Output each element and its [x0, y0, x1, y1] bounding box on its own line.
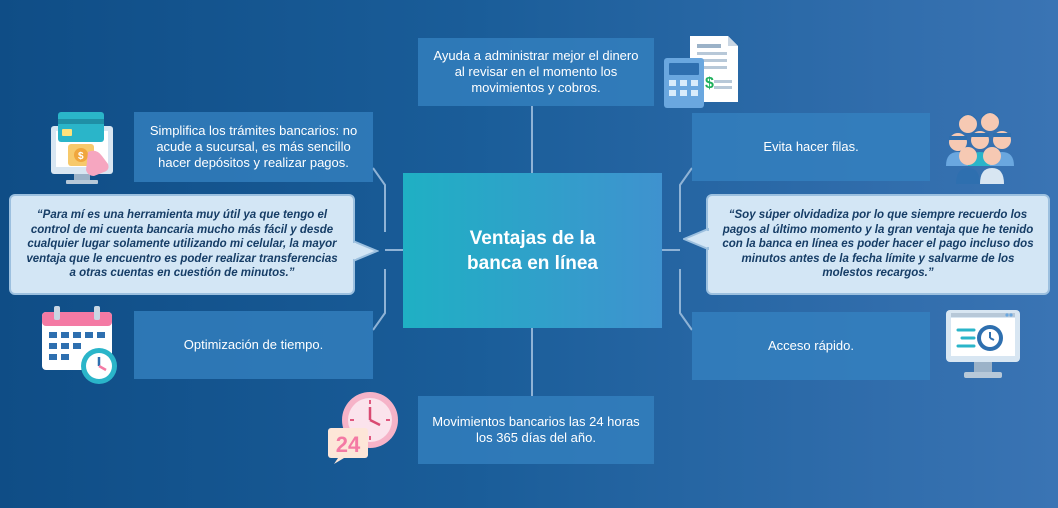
calendar-clock-icon [42, 306, 117, 384]
people-queue-icon [946, 112, 1014, 184]
calculator-invoice-icon: $ [664, 36, 738, 108]
testimonial-left: “Para mí es una herramienta muy útil ya … [9, 194, 355, 295]
center-title: Ventajas de la banca en línea [403, 173, 662, 328]
svg-text:$: $ [78, 151, 84, 162]
clock-24-label: 24 [336, 432, 361, 457]
testimonial-right-pointer [683, 228, 709, 250]
benefit-box-left-bottom: Optimización de tiempo. [134, 311, 373, 379]
clock-24-hours-icon: 24 [328, 392, 398, 464]
testimonial-left-pointer [353, 240, 379, 262]
monitor-speed-icon [946, 310, 1020, 378]
card-payment-monitor-icon: $ [51, 112, 113, 184]
benefit-box-bottom: Movimientos bancarios las 24 horas los 3… [418, 396, 654, 464]
svg-text:$: $ [705, 75, 714, 92]
benefit-box-left-top: Simplifica los trámites bancarios: no ac… [134, 112, 373, 182]
benefit-box-right-top: Evita hacer filas. [692, 113, 930, 181]
benefit-box-top: Ayuda a administrar mejor el dinero al r… [418, 38, 654, 106]
testimonial-right: “Soy súper olvidadiza por lo que siempre… [706, 194, 1050, 295]
benefit-box-right-bottom: Acceso rápido. [692, 312, 930, 380]
